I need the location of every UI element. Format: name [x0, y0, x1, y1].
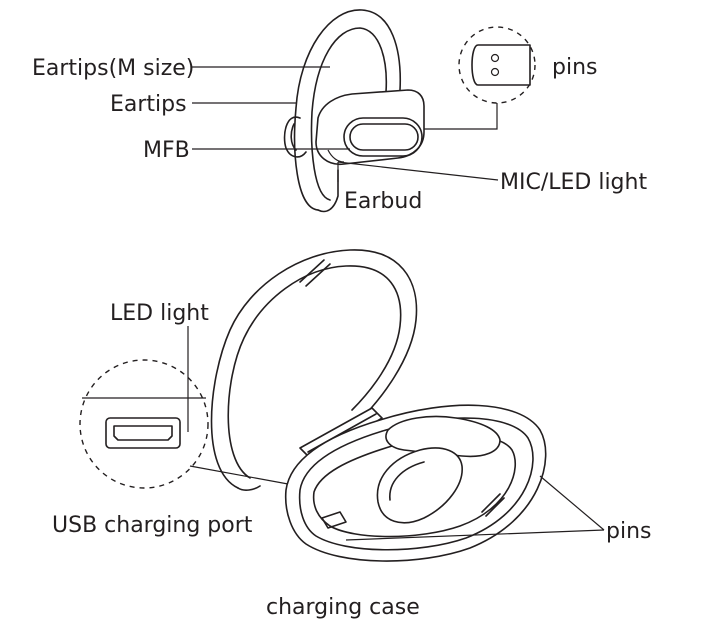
- charging-case-illustration: [210, 249, 547, 562]
- label-earbud: Earbud: [344, 189, 422, 214]
- usb-port-detail: [79, 359, 209, 489]
- bottom-leaders: [187, 326, 605, 541]
- earbud-illustration: [283, 9, 425, 213]
- label-mic-led: MIC/LED light: [500, 170, 647, 195]
- label-led-light: LED light: [110, 301, 209, 326]
- pins-detail-top: [458, 26, 536, 104]
- label-charging-case: charging case: [266, 595, 420, 620]
- label-eartips: Eartips: [110, 92, 187, 117]
- top-leaders: [192, 66, 499, 182]
- label-pins-bottom: pins: [606, 519, 651, 544]
- label-pins-top: pins: [552, 55, 597, 80]
- label-usb-port: USB charging port: [52, 513, 253, 538]
- label-mfb: MFB: [143, 138, 190, 163]
- label-eartips-m: Eartips(M size): [32, 56, 194, 81]
